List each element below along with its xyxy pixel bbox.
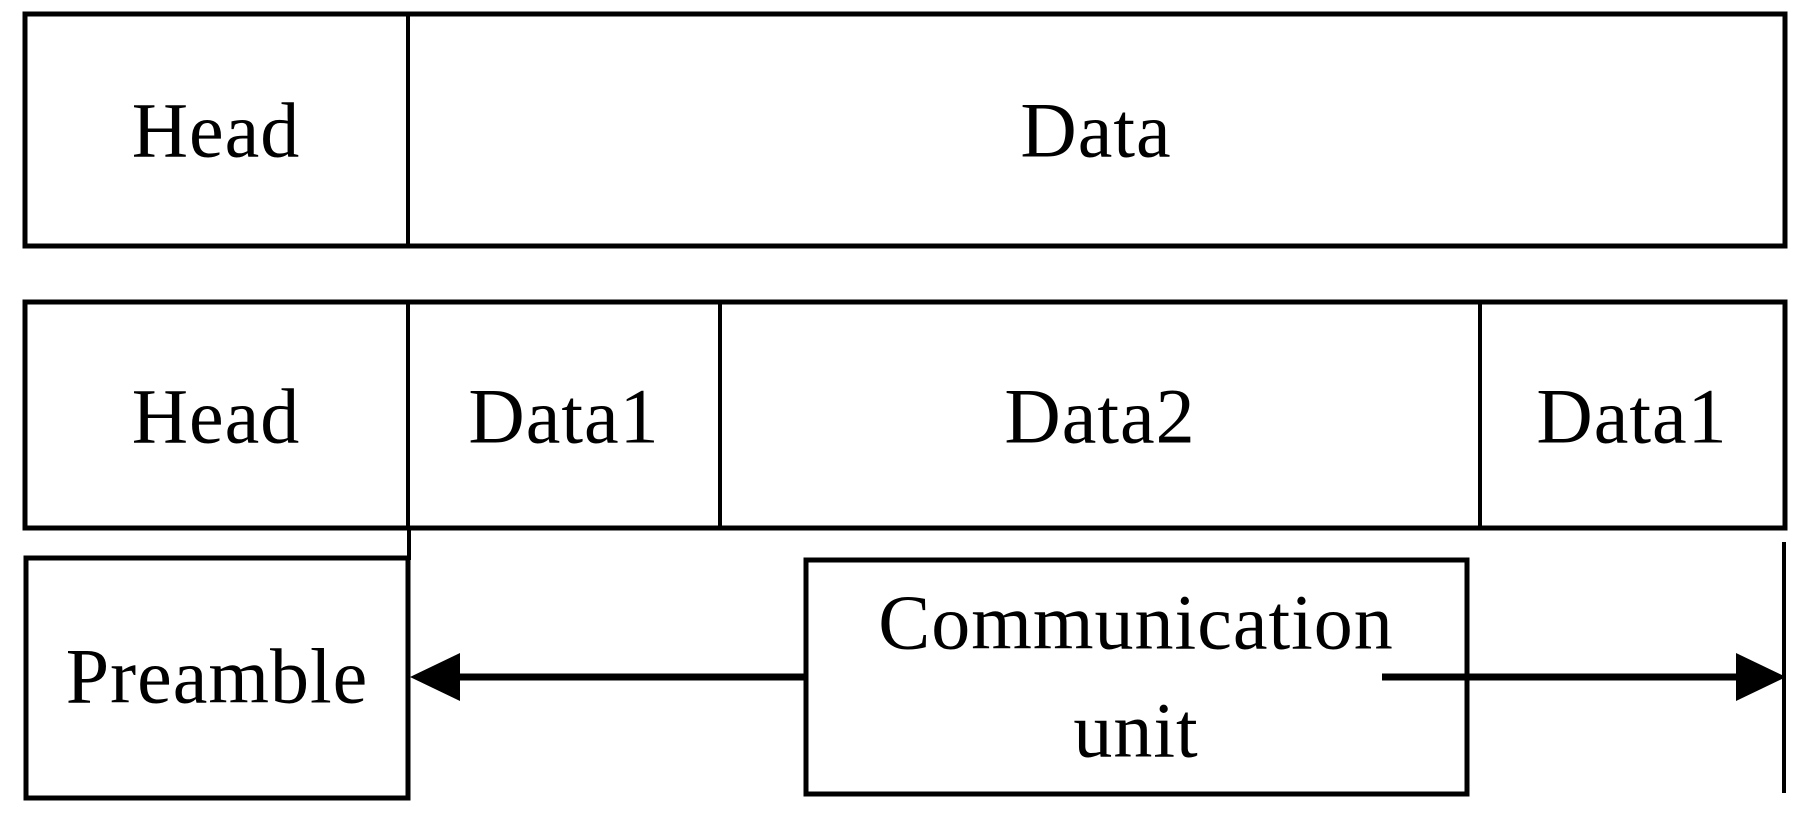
frame1-data-label: Data <box>1020 87 1171 174</box>
span-arrow-right-arrowhead-icon <box>1736 653 1786 701</box>
frame2-data1-right-label: Data1 <box>1536 373 1727 460</box>
communication-unit-box <box>803 557 1470 797</box>
preamble-box <box>23 555 411 801</box>
preamble-label: Preamble <box>66 633 369 720</box>
frame2-data2-label: Data2 <box>1004 373 1195 460</box>
frame1-head-label: Head <box>132 87 301 174</box>
communication-unit-label-line2: unit <box>1073 687 1198 774</box>
communication-unit-label-line1: Communication <box>878 579 1394 666</box>
span-arrow-left-arrowhead-icon <box>410 653 460 701</box>
frame2-head-label: Head <box>132 373 301 460</box>
frame1-box <box>22 11 1788 249</box>
frame2-data1-left-label: Data1 <box>468 373 659 460</box>
frame2-box <box>22 299 1788 531</box>
